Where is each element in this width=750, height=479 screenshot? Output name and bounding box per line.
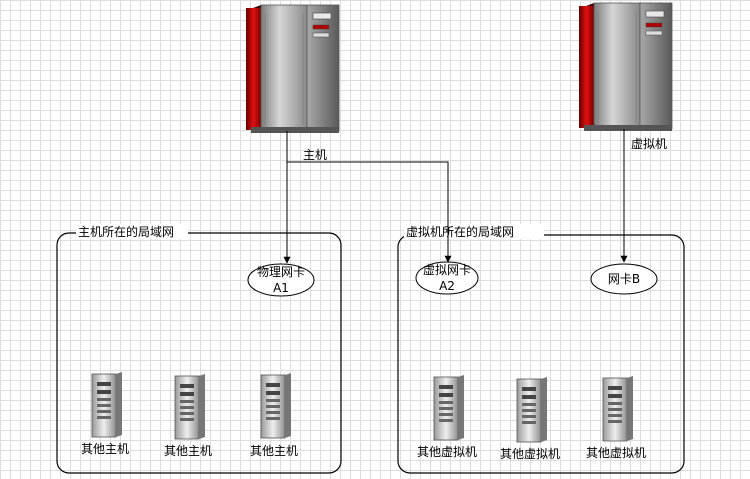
vm-machine-3	[602, 376, 633, 442]
nic-b: 网卡B	[590, 263, 658, 295]
nic-a2-line1: 虚拟网卡	[423, 263, 471, 277]
host-machine-2-label: 其他主机	[164, 444, 212, 458]
vm-server-label: 虚拟机	[631, 137, 667, 151]
vm-server-icon	[579, 2, 673, 131]
host-machine-1	[91, 372, 122, 438]
nic-a1-line2: A1	[273, 281, 289, 295]
vm-lan-title: 虚拟机所在的局域网	[406, 224, 514, 239]
vm-machine-2	[516, 377, 547, 443]
host-machine-3-label: 其他主机	[250, 444, 298, 458]
host-server-icon	[246, 4, 340, 133]
connector-host-to-a2	[287, 161, 452, 263]
vm-machine-2-label: 其他虚拟机	[500, 447, 560, 461]
nic-a1-line1: 物理网卡	[257, 265, 305, 279]
host-machine-1-label: 其他主机	[81, 442, 129, 456]
host-machine-3	[260, 373, 291, 439]
host-server-label: 主机	[303, 148, 327, 162]
vm-machine-3-label: 其他虚拟机	[586, 446, 646, 460]
nic-a2: 虚拟网卡 A2	[415, 261, 479, 295]
host-lan-title: 主机所在的局域网	[78, 224, 174, 239]
nic-a2-line2: A2	[439, 279, 455, 293]
vm-machine-1	[433, 375, 464, 441]
host-machine-2	[174, 374, 205, 440]
vm-machine-1-label: 其他虚拟机	[417, 445, 477, 459]
nic-b-label: 网卡B	[608, 272, 640, 286]
host-lan-frame	[56, 232, 342, 474]
nic-a1: 物理网卡 A1	[247, 263, 315, 297]
